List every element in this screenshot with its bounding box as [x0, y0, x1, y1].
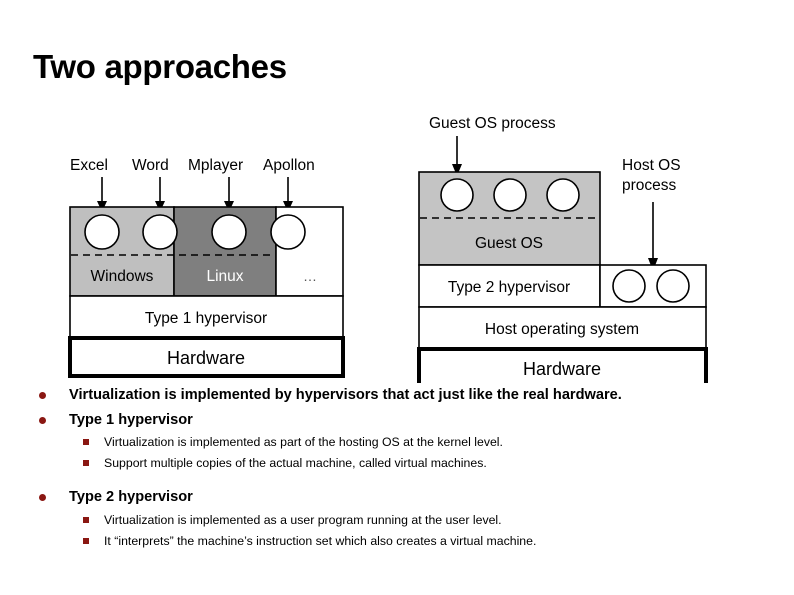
bullet-item-l1: Type 2 hypervisor: [30, 488, 770, 507]
bullet-square-icon: [83, 537, 89, 544]
bullet-dot-icon: [39, 416, 46, 424]
host-os-process-circles: [612, 269, 690, 303]
type-2-hypervisor-label: Type 2 hypervisor: [448, 279, 570, 296]
guest-os-label: Guest OS: [475, 235, 543, 252]
bullet-square-icon: [83, 516, 89, 523]
process-arrows: [101, 177, 289, 206]
type-1-hypervisor-diagram: Excel Word Mplayer Apollon: [60, 150, 360, 385]
type-2-hypervisor-box: [418, 264, 601, 308]
bullet-item-l2: It “interprets” the machine’s instructio…: [30, 534, 770, 550]
type-2-hypervisor-diagram: Guest OS process Host OS process Guest O…: [415, 108, 720, 383]
bullet-text: Type 1 hypervisor: [69, 411, 193, 428]
process-label-excel: Excel: [70, 157, 108, 174]
bullet-list: Virtualization is implemented by hypervi…: [30, 386, 770, 555]
guest-os-process-label: Guest OS process: [429, 115, 556, 132]
bullet-item-l1: Virtualization is implemented by hypervi…: [30, 386, 770, 405]
page-title: Two approaches: [33, 48, 287, 85]
guest-os-process-arrowhead: [452, 164, 462, 176]
host-os-process-label-line1: Host OS: [622, 157, 681, 174]
bullet-item-l2: Virtualization is implemented as part of…: [30, 435, 770, 451]
bullet-text: Virtualization is implemented by hypervi…: [69, 387, 622, 403]
bullet-item-l2: Support multiple copies of the actual ma…: [30, 456, 770, 472]
bullet-square-icon: [83, 439, 89, 446]
bullet-group-spacer: [30, 477, 770, 488]
process-label-apollon: Apollon: [263, 157, 315, 174]
bullet-text: Type 2 hypervisor: [69, 489, 193, 506]
bullet-item-l1: Type 1 hypervisor: [30, 411, 770, 430]
bullet-square-icon: [83, 460, 89, 467]
type-1-hypervisor-label: Type 1 hypervisor: [145, 310, 267, 327]
guest-os-process-circles: [440, 178, 580, 212]
guest-label-ellipsis: …: [303, 268, 317, 284]
host-operating-system-label: Host operating system: [485, 321, 639, 338]
bullet-dot-icon: [39, 494, 46, 502]
bullet-text: It “interprets” the machine’s instructio…: [104, 533, 537, 548]
guest-label-windows: Windows: [91, 268, 154, 285]
process-label-word: Word: [132, 157, 169, 174]
bullet-item-l2: Virtualization is implemented as a user …: [30, 513, 770, 529]
hardware-label-left: Hardware: [167, 348, 245, 368]
hardware-label-right: Hardware: [523, 359, 601, 379]
bullet-text: Virtualization is implemented as a user …: [104, 512, 502, 527]
guest-label-linux: Linux: [206, 268, 243, 285]
type-2-diagram-svg: Guest OS process Host OS process Guest O…: [417, 115, 708, 383]
host-operating-system-box: [418, 306, 707, 350]
bullet-text: Virtualization is implemented as part of…: [104, 435, 503, 450]
bullet-text: Support multiple copies of the actual ma…: [104, 456, 487, 471]
hardware-box-right: [417, 347, 708, 383]
host-os-process-label-line2: process: [622, 177, 677, 194]
process-circles: [84, 214, 306, 250]
hardware-box-left: [68, 336, 345, 378]
bullet-dot-icon: [39, 392, 46, 399]
process-label-mplayer: Mplayer: [188, 157, 243, 174]
type-1-diagram-svg: Excel Word Mplayer Apollon: [68, 157, 345, 378]
